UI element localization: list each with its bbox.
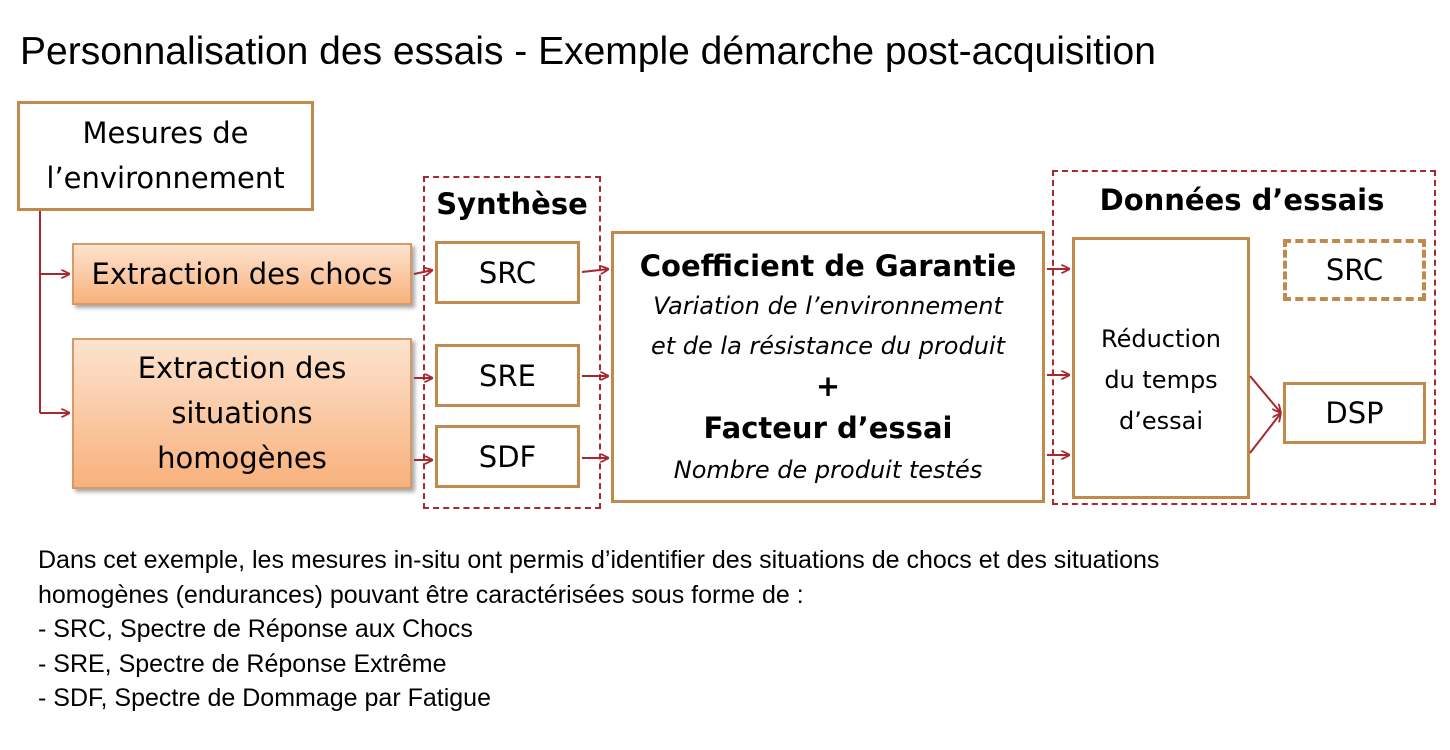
coefficient-line-2: et de la résistance du produit: [650, 332, 1006, 360]
synthese-sdf-label: SDF: [478, 439, 537, 474]
arrow-reduction-to-dsp-lower: [1249, 413, 1281, 454]
reduction-line-1: Réduction: [1101, 325, 1221, 353]
donnees-src-label: SRC: [1325, 253, 1384, 287]
coefficient-garantie-box: Coefficient de Garantie Variation de l’e…: [611, 231, 1045, 503]
reduction-line-2: du temps: [1104, 366, 1218, 394]
dsp-label: DSP: [1325, 396, 1384, 430]
synthese-sre-label: SRE: [479, 358, 536, 393]
extraction-situations-line-3: homogènes: [157, 441, 327, 475]
notes-line-3: - SRC, Spectre de Réponse aux Chocs: [38, 615, 473, 643]
synthese-src-box: SRC: [435, 241, 580, 304]
notes-line-4: - SRE, Spectre de Réponse Extrême: [38, 649, 447, 678]
extraction-situations-line-2: situations: [171, 396, 313, 430]
synthese-group: [423, 176, 601, 509]
page-title: Personnalisation des essais - Exemple dé…: [20, 30, 1156, 73]
mesures-line-1: Mesures de: [82, 116, 249, 150]
notes-line-5: - SDF, Spectre de Dommage par Fatigue: [38, 684, 491, 712]
facteur-essai-title: Facteur d’essai: [703, 411, 953, 445]
extraction-situations-box: Extraction des situations homogènes: [72, 338, 412, 489]
donnees-essais-group: [1052, 170, 1436, 505]
synthese-sdf-box: SDF: [435, 425, 580, 488]
donnees-essais-label: Données d’essais: [1099, 183, 1385, 217]
plus-sign: +: [815, 369, 841, 403]
extraction-situations-line-1: Extraction des: [137, 351, 347, 385]
arrow-chocs-to-src: [413, 270, 433, 274]
extraction-chocs-box: Extraction des chocs: [72, 243, 412, 305]
coefficient-title: Coefficient de Garantie: [639, 249, 1017, 283]
arrow-reduction-to-dsp-upper: [1249, 375, 1281, 413]
notes-line-1: Dans cet exemple, les mesures in-situ on…: [38, 546, 1160, 574]
synthese-label: Synthèse: [436, 187, 588, 221]
reduction-line-3: d’essai: [1118, 407, 1203, 435]
nombre-produit-line: Nombre de produit testés: [673, 456, 983, 484]
dsp-box: DSP: [1283, 382, 1426, 444]
donnees-src-box: SRC: [1283, 239, 1426, 301]
mesures-environnement-box: Mesures de l’environnement: [17, 101, 314, 211]
arrow-src-to-coefficient: [581, 269, 609, 272]
notes-text: Dans cet exemple, les mesures in-situ on…: [38, 543, 1159, 716]
notes-line-2: homogènes (endurances) pouvant être cara…: [38, 580, 804, 609]
synthese-sre-box: SRE: [435, 344, 580, 407]
synthese-src-label: SRC: [478, 255, 537, 290]
extraction-chocs-label: Extraction des chocs: [91, 257, 393, 291]
mesures-line-2: l’environnement: [46, 161, 285, 195]
coefficient-line-1: Variation de l’environnement: [653, 292, 1003, 320]
reduction-temps-box: Réduction du temps d’essai: [1072, 237, 1250, 499]
